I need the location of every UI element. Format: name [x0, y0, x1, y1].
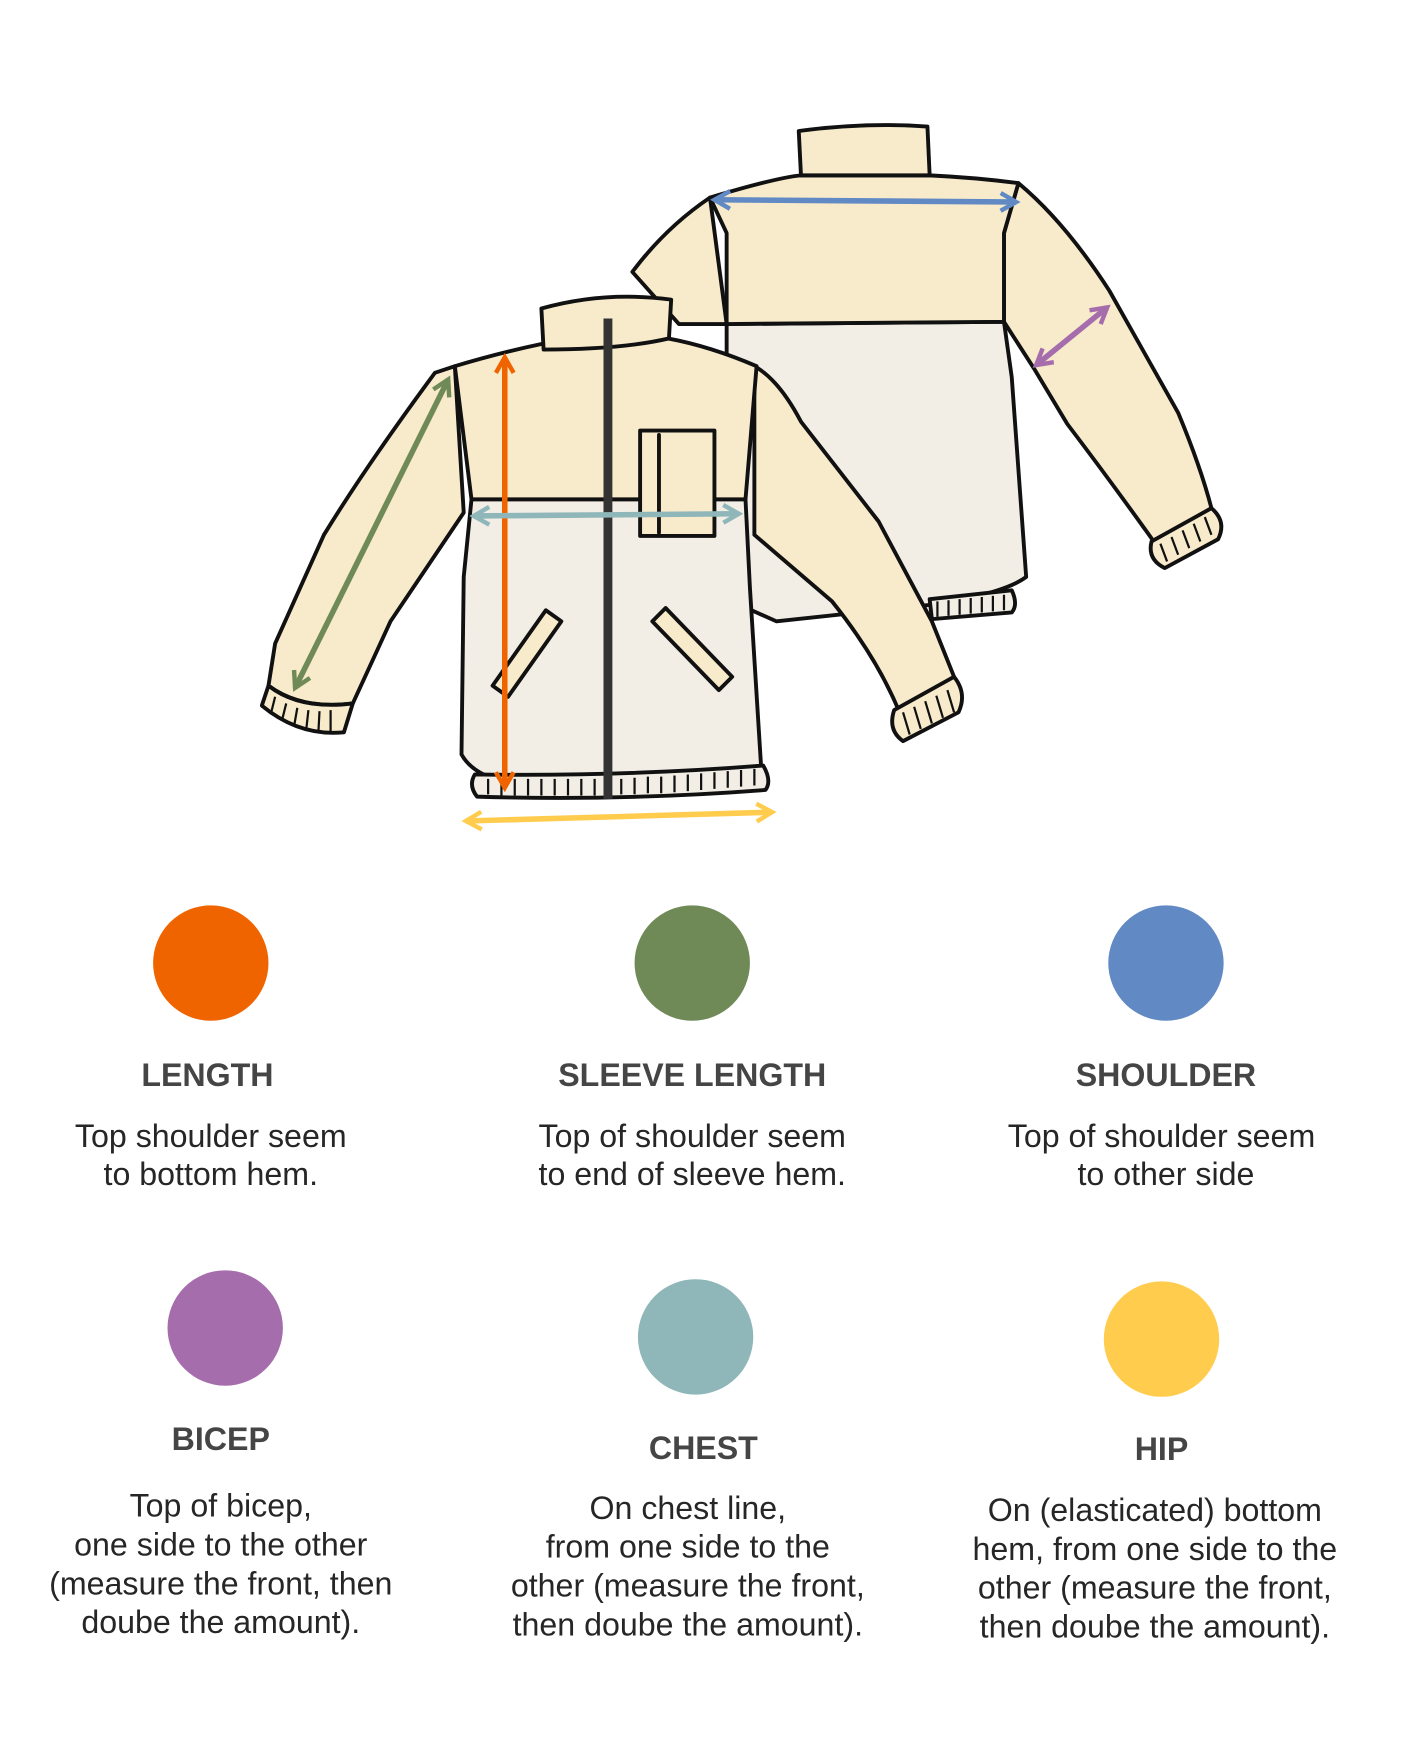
legend-bicep: BICEP Top of bicep, one side to the othe… — [49, 1270, 392, 1640]
legend-title: SLEEVE LENGTH — [558, 1057, 826, 1093]
legend-desc-line: then doube the amount). — [980, 1609, 1330, 1645]
legend-desc-line: doube the amount). — [81, 1604, 360, 1640]
front-right-cuff-icon — [890, 674, 964, 744]
sleeve-length-arrow — [291, 375, 452, 692]
legend-desc-line: Top shoulder seem — [75, 1118, 347, 1154]
legend-desc-line: other (measure the front, — [978, 1570, 1332, 1606]
legend-title: HIP — [1135, 1431, 1189, 1467]
legend-length: LENGTH Top shoulder seem to bottom hem. — [75, 905, 347, 1192]
sleeve-length-color-dot — [634, 905, 750, 1021]
chest-arrow — [469, 503, 744, 527]
legend-title: BICEP — [172, 1421, 270, 1457]
legend-desc-line: other (measure the front, — [511, 1567, 865, 1603]
legend-title: CHEST — [649, 1430, 758, 1466]
legend-sleeve-length: SLEEVE LENGTH Top of shoulder seem to en… — [539, 905, 846, 1192]
legend-desc-line: Top of bicep, — [130, 1488, 312, 1524]
chest-pocket-icon — [638, 428, 717, 538]
bicep-arrow — [1032, 304, 1111, 368]
shoulder-color-dot — [1108, 905, 1224, 1021]
legend-title: SHOULDER — [1076, 1057, 1256, 1093]
front-left-cuff-icon — [259, 683, 355, 735]
hip-arrow — [461, 801, 777, 832]
legend-desc-line: Top of shoulder seem — [539, 1118, 846, 1154]
legend-desc-line: On (elasticated) bottom — [988, 1492, 1322, 1528]
shoulder-arrow — [709, 189, 1021, 213]
back-cuff-icon — [1148, 506, 1224, 571]
legend-desc-line: from one side to the — [546, 1529, 830, 1565]
legend-desc-line: to end of sleeve hem. — [539, 1156, 846, 1192]
legend-desc-line: to bottom hem. — [104, 1156, 318, 1192]
legend-hip: HIP On (elasticated) bottom hem, from on… — [973, 1281, 1338, 1645]
chest-color-dot — [637, 1279, 754, 1395]
legend-shoulder: SHOULDER Top of shoulder seem to other s… — [1008, 905, 1315, 1192]
length-color-dot — [153, 905, 269, 1021]
legend-desc-line: hem, from one side to the — [973, 1531, 1338, 1567]
legend-desc-line: then doube the amount). — [513, 1606, 863, 1642]
legend-desc-line: On chest line, — [589, 1490, 786, 1526]
legend-desc-line: one side to the other — [74, 1526, 367, 1562]
legend-chest: CHEST On chest line, from one side to th… — [511, 1279, 865, 1642]
legend-title: LENGTH — [141, 1057, 273, 1093]
bicep-color-dot — [167, 1270, 283, 1386]
legend-desc-line: (measure the front, then — [49, 1565, 392, 1601]
right-slash-pocket-icon — [650, 606, 735, 693]
hip-color-dot — [1103, 1281, 1220, 1397]
legend-desc-line: Top of shoulder seem — [1008, 1118, 1315, 1154]
legend-desc-line: to other side — [1077, 1156, 1254, 1192]
